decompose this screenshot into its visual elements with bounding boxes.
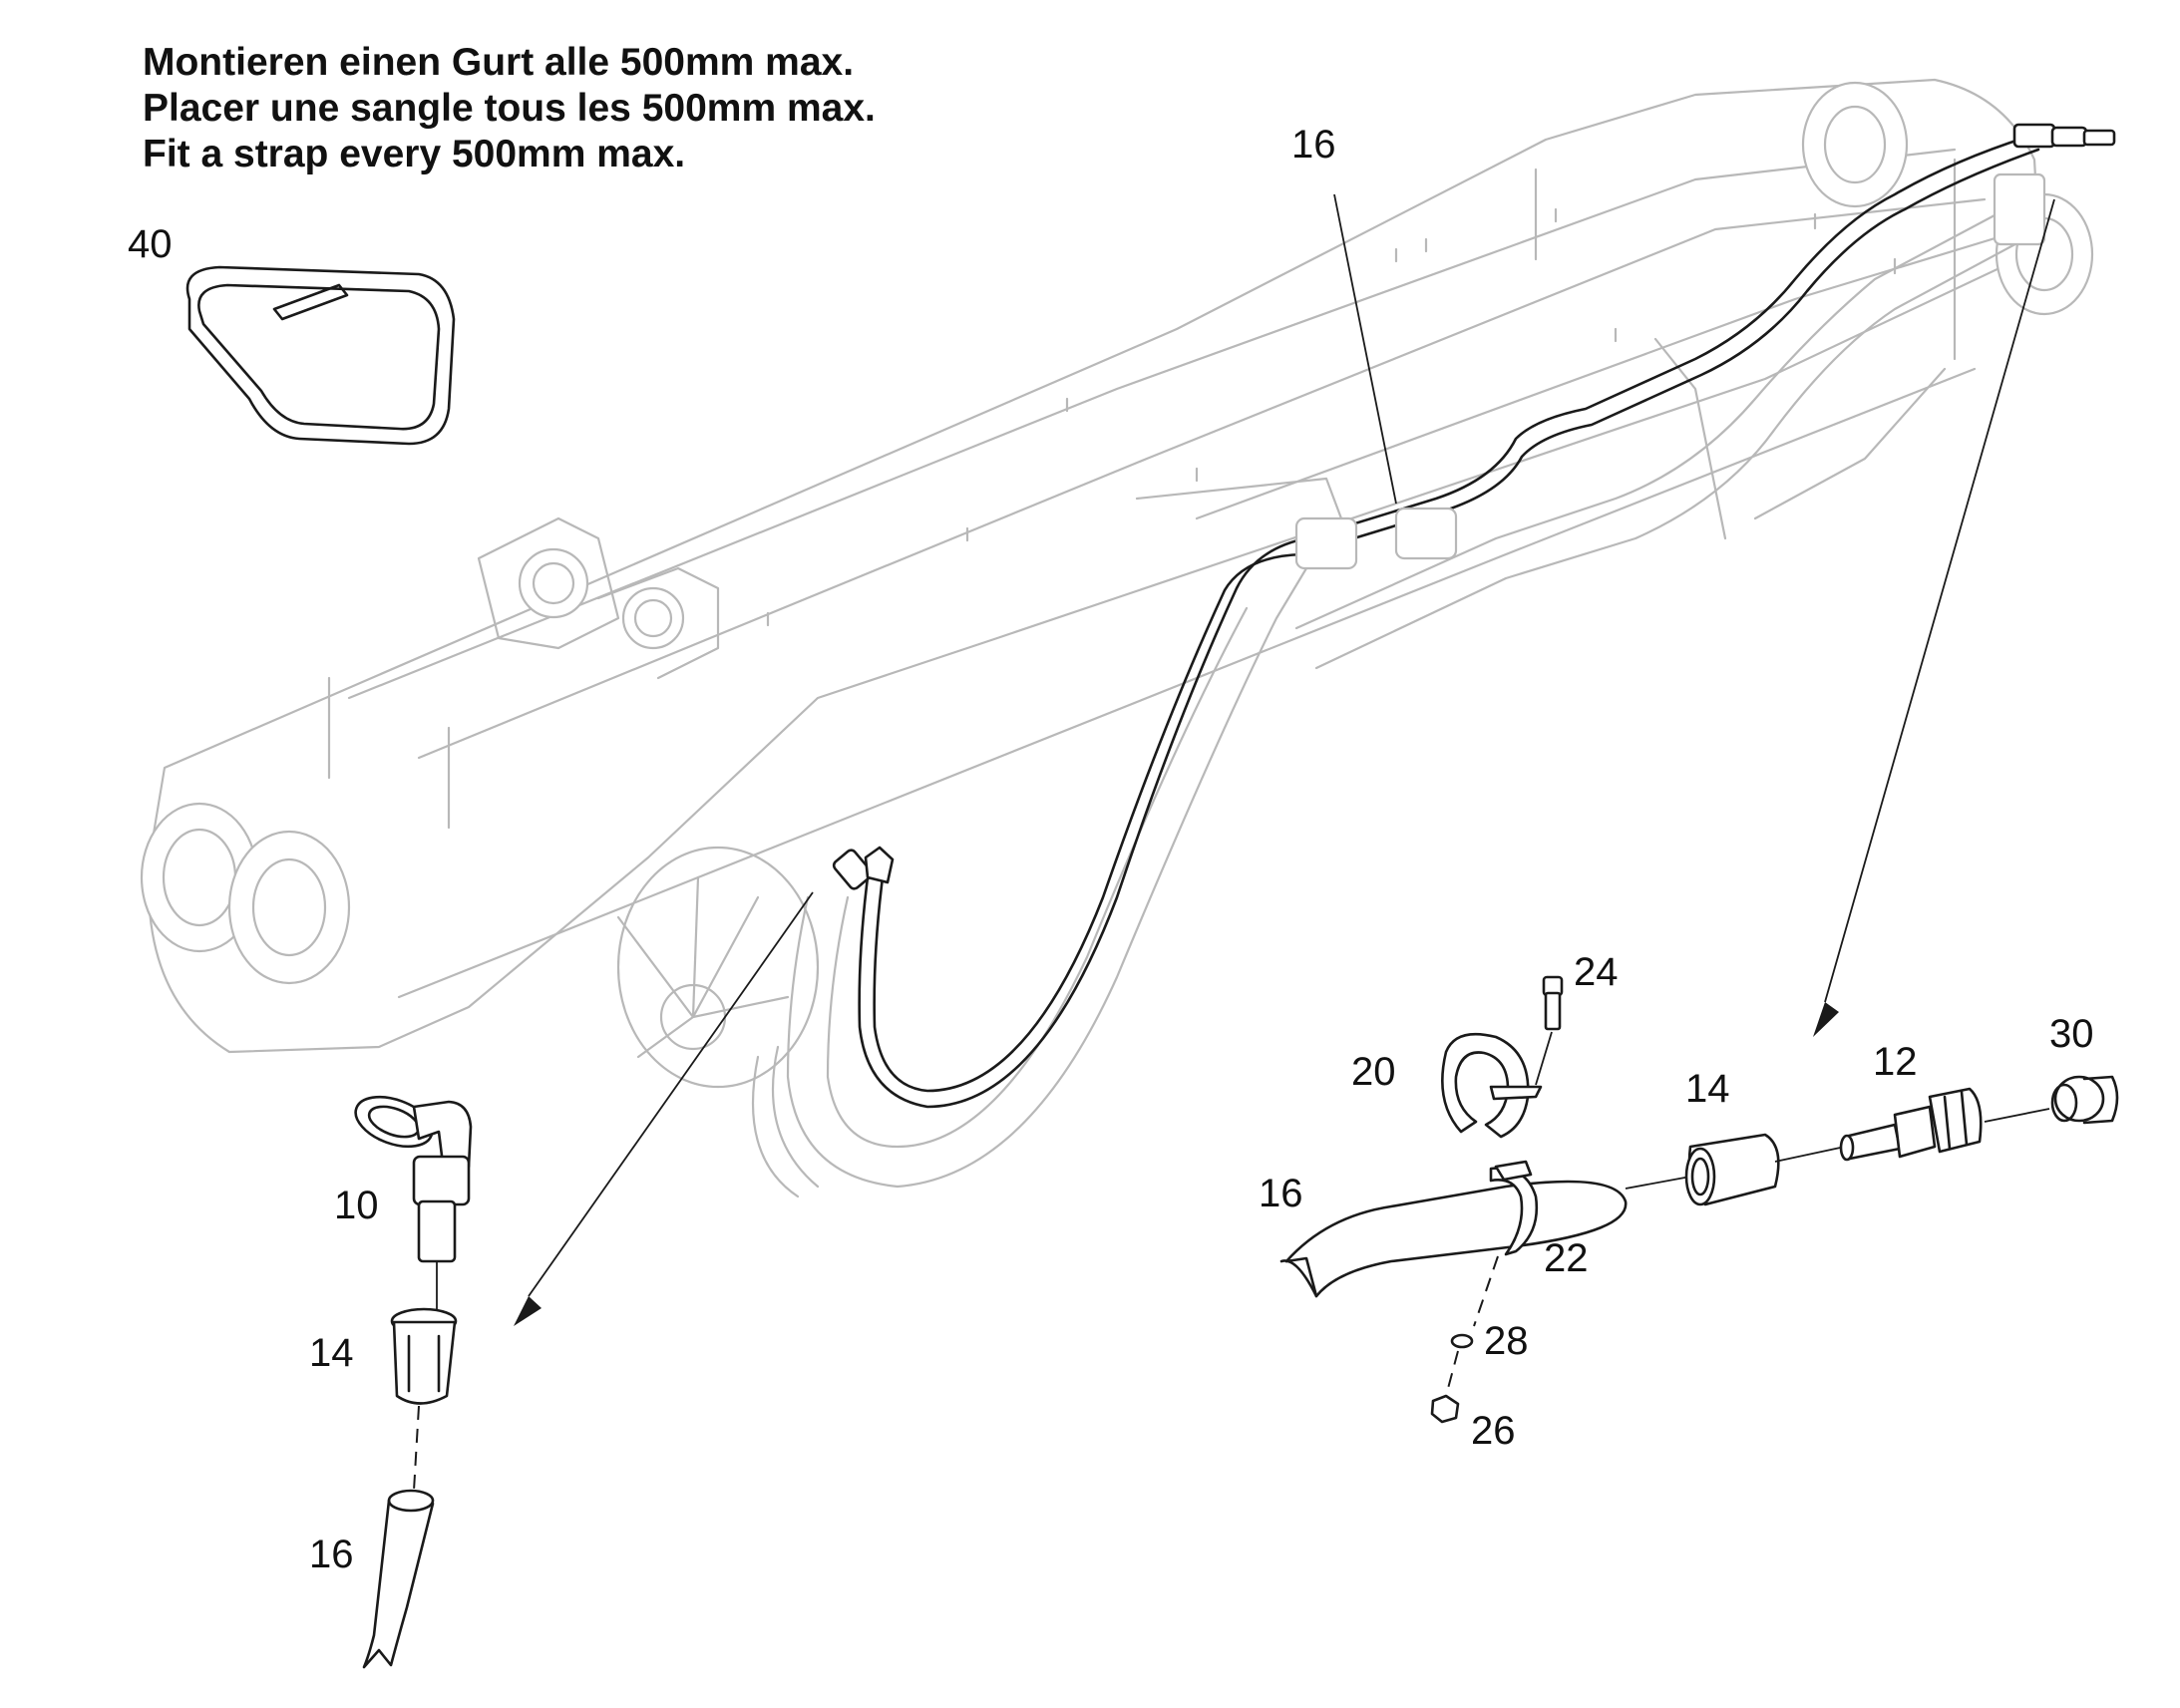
right-assembly [1279, 198, 2119, 1424]
left-assembly [354, 891, 814, 1669]
callout-strap: 40 [128, 222, 173, 266]
callout-hose-right: 16 [1259, 1172, 1303, 1215]
callout-nut: 26 [1471, 1409, 1516, 1453]
callout-plug: 30 [2049, 1012, 2094, 1056]
callouts: 40 16 10 14 16 24 20 14 12 30 16 22 28 2… [128, 123, 2094, 1576]
instruction-en: Fit a strap every 500mm max. [143, 133, 686, 175]
hose-16-path [832, 123, 2116, 1109]
callout-clamp-bottom: 22 [1544, 1236, 1589, 1280]
callout-elbow-fitting: 10 [334, 1184, 379, 1227]
callout-hose-left: 16 [309, 1533, 354, 1576]
boom-arm [140, 78, 2094, 1089]
callout-clamp-top: 20 [1351, 1050, 1396, 1094]
callout-washer: 28 [1484, 1319, 1529, 1363]
callout-socket-left: 14 [309, 1331, 354, 1375]
hose-16-leader [1333, 193, 1397, 505]
callout-socket-right: 14 [1685, 1067, 1730, 1111]
instruction-fr: Placer une sangle tous les 500mm max. [143, 87, 876, 130]
callout-hose-main: 16 [1291, 123, 1336, 167]
instruction-de: Montieren einen Gurt alle 500mm max. [143, 41, 855, 84]
strap-icon [185, 265, 456, 446]
callout-screw: 24 [1574, 950, 1619, 994]
hose-routing [751, 197, 2026, 1198]
callout-adapter: 12 [1873, 1040, 1918, 1084]
